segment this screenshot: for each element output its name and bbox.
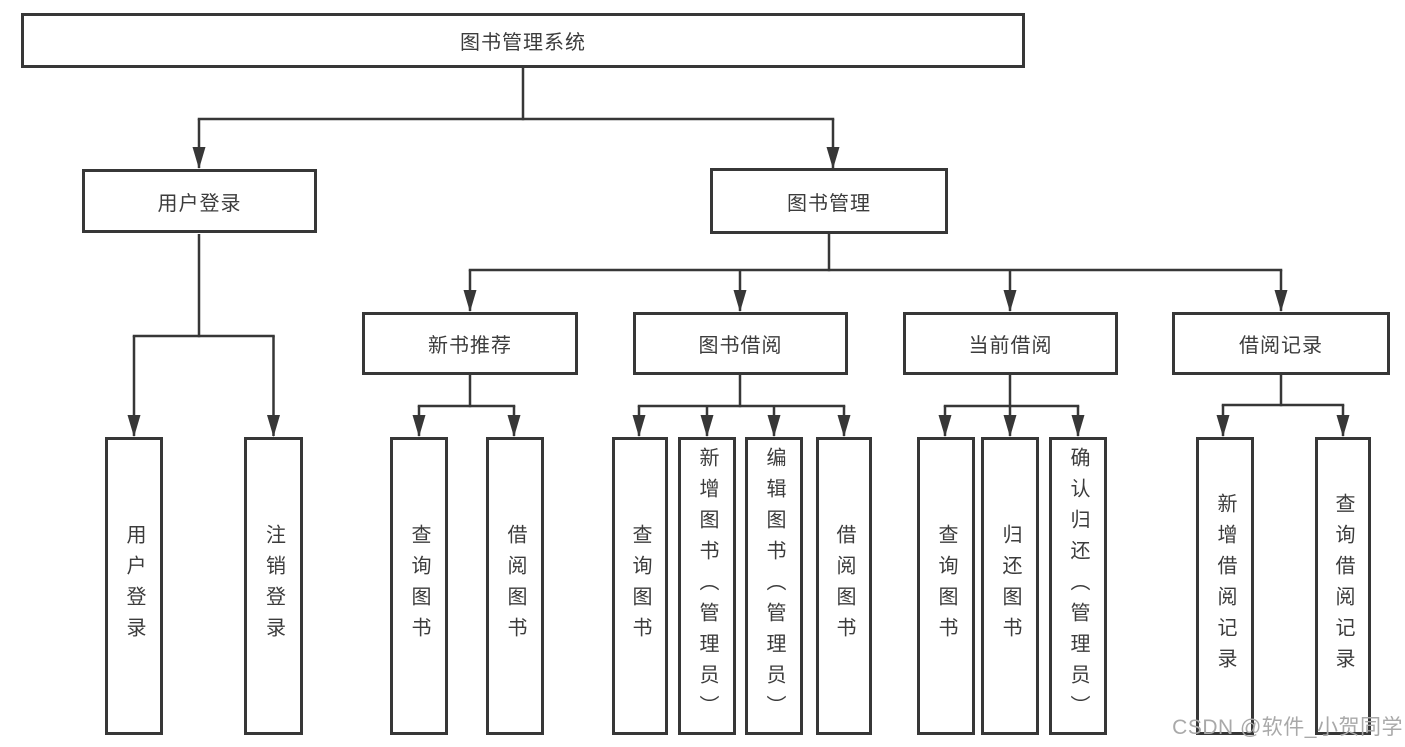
node-label: 归还图书 xyxy=(999,524,1021,648)
leaf-logout: 注销登录 xyxy=(244,437,303,735)
node-new-book-recommend: 新书推荐 xyxy=(362,312,578,375)
node-borrowing-records: 借阅记录 xyxy=(1172,312,1390,375)
node-label: 查询图书 xyxy=(408,524,430,648)
node-label: 查询借阅记录 xyxy=(1332,493,1354,679)
leaf-current-confirm-return-admin: 确认归还（管理员） xyxy=(1049,437,1107,735)
node-label: 新增图书（管理员） xyxy=(696,446,718,726)
leaf-records-add-record: 新增借阅记录 xyxy=(1196,437,1254,735)
edge-book-borrow-to-leaves xyxy=(632,375,851,437)
leaf-records-query-record: 查询借阅记录 xyxy=(1315,437,1371,735)
node-label: 当前借阅 xyxy=(968,335,1053,357)
node-user-login: 用户登录 xyxy=(82,169,317,233)
leaf-current-return-books: 归还图书 xyxy=(981,437,1039,735)
edge-current-borrow-to-leaves xyxy=(938,375,1085,437)
leaf-borrowing-edit-books-admin: 编辑图书（管理员） xyxy=(745,437,803,735)
csdn-watermark: CSDN @软件_小贺同学 xyxy=(1172,716,1403,739)
edge-user-login-to-leaves xyxy=(127,234,280,437)
edge-book-mgmt-to-level3 xyxy=(463,234,1288,312)
leaf-borrowing-borrow-books: 借阅图书 xyxy=(816,437,872,735)
node-label: 新增借阅记录 xyxy=(1214,493,1236,679)
node-label: 注销登录 xyxy=(262,524,285,648)
leaf-borrowing-add-books-admin: 新增图书（管理员） xyxy=(678,437,736,735)
node-label: 用户登录 xyxy=(123,524,145,648)
node-label: 查询图书 xyxy=(629,524,651,648)
leaf-newbook-borrow-books: 借阅图书 xyxy=(486,437,544,735)
node-label: 查询图书 xyxy=(935,524,957,648)
edge-new-book-rec-to-leaves xyxy=(412,375,521,437)
node-label: 借阅图书 xyxy=(504,524,526,648)
node-label: 用户登录 xyxy=(157,192,242,215)
leaf-user-login: 用户登录 xyxy=(105,437,163,735)
node-label: 借阅图书 xyxy=(833,524,855,648)
node-root-library-system: 图书管理系统 xyxy=(21,13,1025,68)
node-current-borrowing: 当前借阅 xyxy=(903,312,1118,375)
leaf-borrowing-query-books: 查询图书 xyxy=(612,437,668,735)
node-book-borrowing: 图书借阅 xyxy=(633,312,848,375)
node-label: 编辑图书（管理员） xyxy=(763,446,785,726)
node-label: 图书管理 xyxy=(787,192,871,215)
leaf-newbook-query-books: 查询图书 xyxy=(390,437,448,735)
node-label: 图书借阅 xyxy=(698,335,783,357)
node-label: 图书管理系统 xyxy=(460,32,586,54)
node-label: 借阅记录 xyxy=(1239,335,1323,357)
node-label: 确认归还（管理员） xyxy=(1067,446,1089,726)
edge-root-to-level2 xyxy=(192,68,840,169)
node-label: 新书推荐 xyxy=(428,335,512,357)
node-book-management: 图书管理 xyxy=(710,168,948,234)
leaf-current-query-books: 查询图书 xyxy=(917,437,975,735)
edge-borrow-records-to-leaves xyxy=(1216,375,1350,437)
